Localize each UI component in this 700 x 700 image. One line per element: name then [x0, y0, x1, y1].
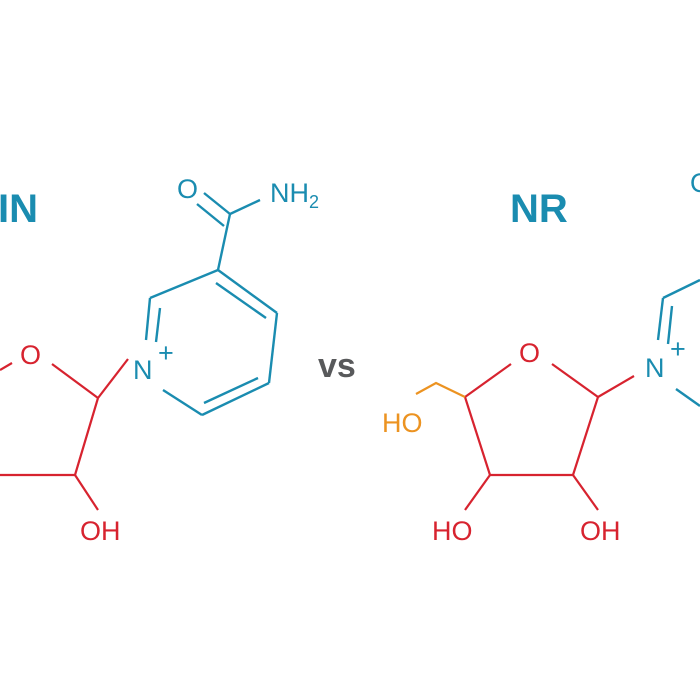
right-molecule: O HO OH HO N + O — [382, 168, 700, 546]
right-hydroxyl-right: OH — [580, 516, 621, 546]
right-carbonyl-oxygen: O — [690, 168, 700, 198]
right-hydroxyl-left: HO — [432, 516, 473, 546]
right-hydroxymethyl-bond — [415, 381, 466, 398]
left-hydroxyl: OH — [80, 516, 121, 546]
left-title: IN — [0, 187, 38, 231]
left-pyridinium-ring — [144, 192, 279, 417]
left-ribose-ring — [0, 358, 129, 511]
right-ribose-ring — [463, 363, 635, 511]
left-ring-oxygen: O — [20, 340, 41, 370]
right-ring-oxygen: O — [519, 338, 540, 368]
right-ring-nitrogen: N — [645, 353, 665, 383]
left-ring-nitrogen: N — [133, 355, 153, 385]
right-title: NR — [510, 187, 568, 231]
right-hydroxymethyl: HO — [382, 408, 423, 438]
right-ring-charge: + — [670, 334, 686, 364]
left-ring-charge: + — [158, 338, 174, 368]
right-pyridinium-ring — [656, 278, 700, 407]
left-molecule: O NH2 N + O OH — [0, 174, 319, 546]
vs-label: vs — [318, 347, 356, 385]
left-amide-nitrogen: NH2 — [270, 178, 319, 212]
left-carbonyl-oxygen: O — [177, 174, 198, 204]
